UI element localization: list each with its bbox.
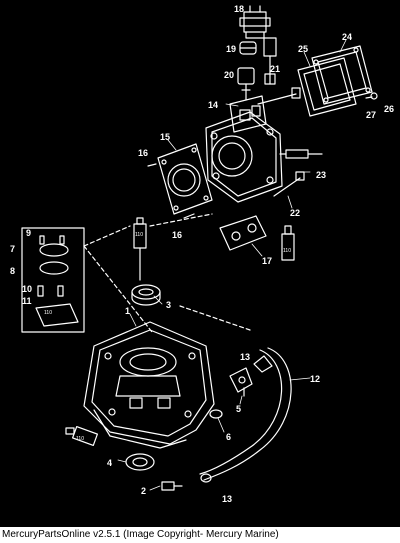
sealant-tube-right	[281, 225, 295, 261]
crankcase-1	[83, 321, 215, 449]
callout-23: 23	[316, 170, 326, 180]
callout-22: 22	[290, 208, 300, 218]
callout-25: 25	[298, 44, 308, 54]
sealant-tag-center: 110	[135, 232, 143, 238]
exploded-view-drawing: 1 2 3 4 5 6 7 8 9 10 11 12 13 13 14 15 1…	[10, 4, 394, 504]
sealant-tag-inset: 110	[44, 310, 52, 316]
callout-15: 15	[160, 132, 170, 142]
manifold-17	[219, 215, 267, 251]
callout-16-bottom: 16	[172, 230, 182, 240]
callout-19: 19	[226, 44, 236, 54]
callout-3: 3	[166, 300, 171, 310]
fitting-5	[229, 367, 253, 397]
callout-4: 4	[107, 458, 112, 468]
sealant-tube-center	[133, 217, 147, 281]
seal-4	[125, 453, 155, 471]
hose-12	[199, 347, 292, 481]
callout-8: 8	[10, 266, 15, 276]
parts-diagram: 1 2 3 4 5 6 7 8 9 10 11 12 13 13 14 15 1…	[0, 0, 400, 527]
assembly-lines	[83, 213, 251, 333]
screw-16	[147, 163, 195, 219]
sealant-tags: 110 110 110 110	[44, 232, 291, 442]
sealant-tag-lower: 110	[76, 436, 84, 442]
callout-2: 2	[141, 486, 146, 496]
inset-box	[21, 227, 85, 333]
callout-17: 17	[262, 256, 272, 266]
callout-12: 12	[310, 374, 320, 384]
sealant-tag-right: 110	[283, 248, 291, 254]
callout-24: 24	[342, 32, 352, 42]
sensor-21	[263, 37, 277, 85]
clamp-13-top	[253, 355, 273, 373]
callout-21: 21	[270, 64, 280, 74]
cylinder-head-14	[205, 95, 283, 203]
callout-18: 18	[234, 4, 244, 14]
callout-1: 1	[125, 306, 130, 316]
o-ring-6	[209, 409, 223, 419]
callout-13-bottom: 13	[222, 494, 232, 504]
screw-26	[365, 92, 378, 100]
callouts: 1 2 3 4 5 6 7 8 9 10 11 12 13 13 14 15 1…	[10, 4, 394, 504]
bolt	[257, 87, 301, 105]
callout-6: 6	[226, 432, 231, 442]
callout-11: 11	[22, 296, 32, 306]
fitting-18	[239, 5, 271, 39]
callout-26: 26	[384, 104, 394, 114]
callout-5: 5	[236, 404, 241, 414]
spark-plug-23	[279, 149, 323, 159]
gasket-25	[297, 57, 357, 117]
head-gasket-15	[157, 143, 213, 215]
clamp-13-bottom	[200, 473, 212, 483]
callout-10: 10	[22, 284, 32, 294]
callout-20: 20	[224, 70, 234, 80]
callout-14: 14	[208, 100, 218, 110]
callout-27: 27	[366, 110, 376, 120]
seal-3	[131, 284, 161, 306]
callout-16-top: 16	[138, 148, 148, 158]
fitting-2	[161, 481, 183, 491]
sealant-tube-lower	[65, 425, 98, 447]
callout-7: 7	[10, 244, 15, 254]
grommet-19	[239, 41, 257, 55]
callout-9: 9	[26, 228, 31, 238]
sensor-20	[237, 67, 255, 101]
image-caption: MercuryPartsOnline v2.5.1 (Image Copyrig…	[2, 529, 279, 540]
leader-lines	[117, 39, 347, 491]
bolt-22	[273, 171, 305, 197]
callout-13-top: 13	[240, 352, 250, 362]
cover-24	[311, 45, 373, 105]
